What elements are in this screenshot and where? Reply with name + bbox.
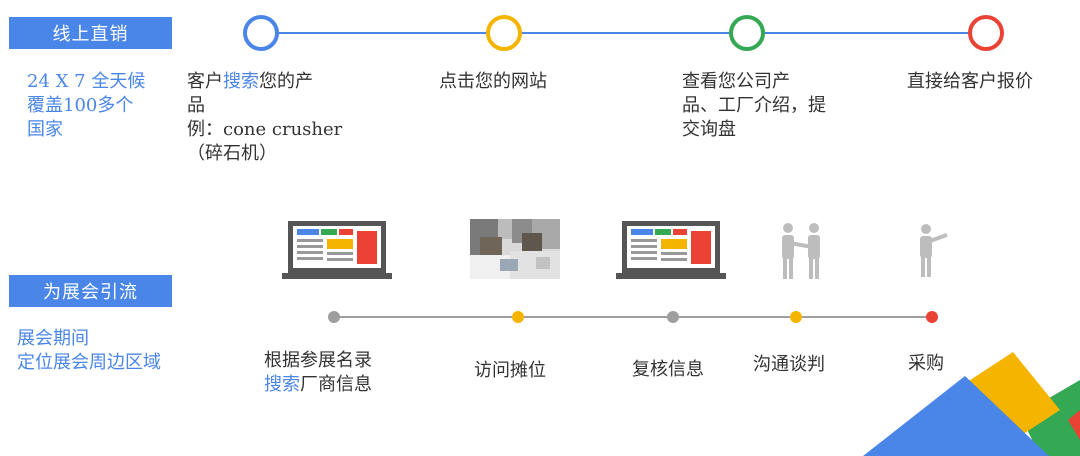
section-label-online-sales: 线上直销 (9, 17, 172, 49)
description-line: 展会期间 (17, 328, 89, 349)
timeline-dot-yellow (512, 311, 524, 323)
section-label-expo-traffic: 为展会引流 (9, 275, 172, 307)
person-pointing-icon (920, 224, 948, 277)
description-line: 24 X 7 全天候 (27, 71, 146, 92)
online-step-search: 客户搜索您的产 品 例：cone crusher （碎石机） (187, 71, 343, 164)
handshake-icon (782, 223, 820, 279)
expo-step-search: 根据参展名录 搜索厂商信息 (264, 350, 372, 395)
laptop-icon (282, 221, 392, 279)
meeting-photo (470, 219, 560, 279)
timeline-ring-yellow (486, 15, 522, 51)
expo-step-visit-booth: 访问摊位 (474, 360, 546, 381)
expo-timeline-line (334, 316, 932, 318)
online-sales-description: 24 X 7 全天候 覆盖100多个 国家 (27, 70, 145, 142)
timeline-ring-red (968, 15, 1004, 51)
expo-step-negotiate: 沟通谈判 (753, 354, 825, 375)
description-line: 覆盖100多个 (27, 95, 134, 116)
description-line: 定位展会周边区域 (17, 352, 161, 373)
online-step-click: 点击您的网站 (439, 71, 547, 92)
laptop-icon (616, 221, 726, 279)
timeline-dot-gray (667, 311, 679, 323)
expo-step-review: 复核信息 (632, 359, 704, 380)
timeline-dot-red (926, 311, 938, 323)
description-line: 国家 (27, 119, 63, 140)
timeline-ring-green (729, 15, 765, 51)
online-step-view: 查看您公司产 品、工厂介绍，提 交询盘 (682, 71, 826, 140)
online-timeline-line (262, 32, 986, 34)
online-step-quote: 直接给客户报价 (907, 71, 1033, 92)
timeline-dot-gray (328, 311, 340, 323)
expo-step-purchase: 采购 (908, 353, 944, 374)
timeline-ring-blue (243, 15, 279, 51)
timeline-dot-yellow (790, 311, 802, 323)
expo-description: 展会期间 定位展会周边区域 (17, 327, 161, 375)
